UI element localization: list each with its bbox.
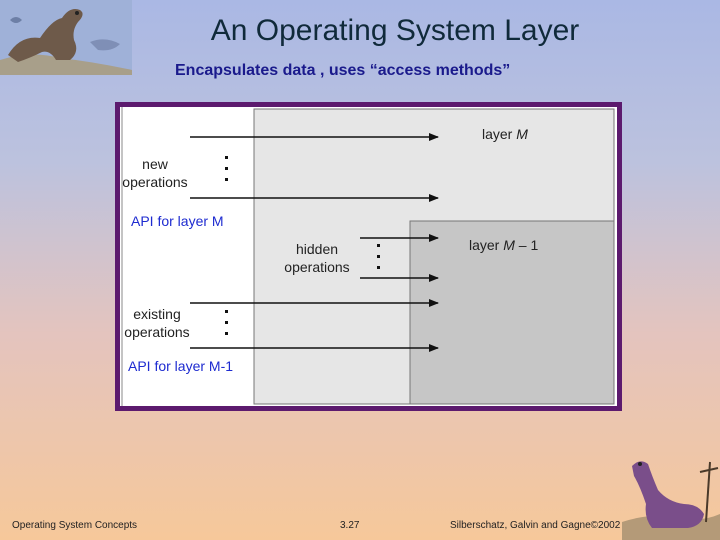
ellipsis-hidden-ops: [377, 244, 380, 269]
diagram-canvas: layer M layer M – 1 new operations API f…: [120, 107, 617, 406]
dinosaur-logo-bottom: [622, 461, 720, 540]
api-layer-m-label: API for layer M: [131, 213, 224, 229]
hidden-operations-label: hidden operations: [284, 241, 350, 275]
ellipsis-existing-ops: [225, 310, 228, 335]
slide-subtitle: Encapsulates data , uses “access methods…: [175, 62, 511, 79]
diagram-frame: layer M layer M – 1 new operations API f…: [115, 102, 622, 411]
existing-operations-label: existing operations: [124, 306, 190, 340]
api-layer-m1-label: API for layer M-1: [128, 358, 234, 374]
dinosaur-logo-top: [0, 0, 132, 75]
layer-m1-label: layer M – 1: [469, 237, 538, 253]
ellipsis-new-ops: [225, 156, 228, 181]
layer-m-label: layer M: [482, 126, 528, 142]
slide-title: An Operating System Layer: [210, 14, 580, 47]
footer-left: Operating System Concepts: [12, 520, 138, 531]
layer-m1-box: [409, 220, 615, 405]
new-operations-label: new operations: [122, 156, 188, 190]
footer-page-number: 3.27: [340, 520, 360, 531]
footer-copyright: Silberschatz, Galvin and Gagne©2002: [450, 520, 621, 531]
layer-diagram: layer M layer M – 1: [121, 107, 615, 406]
